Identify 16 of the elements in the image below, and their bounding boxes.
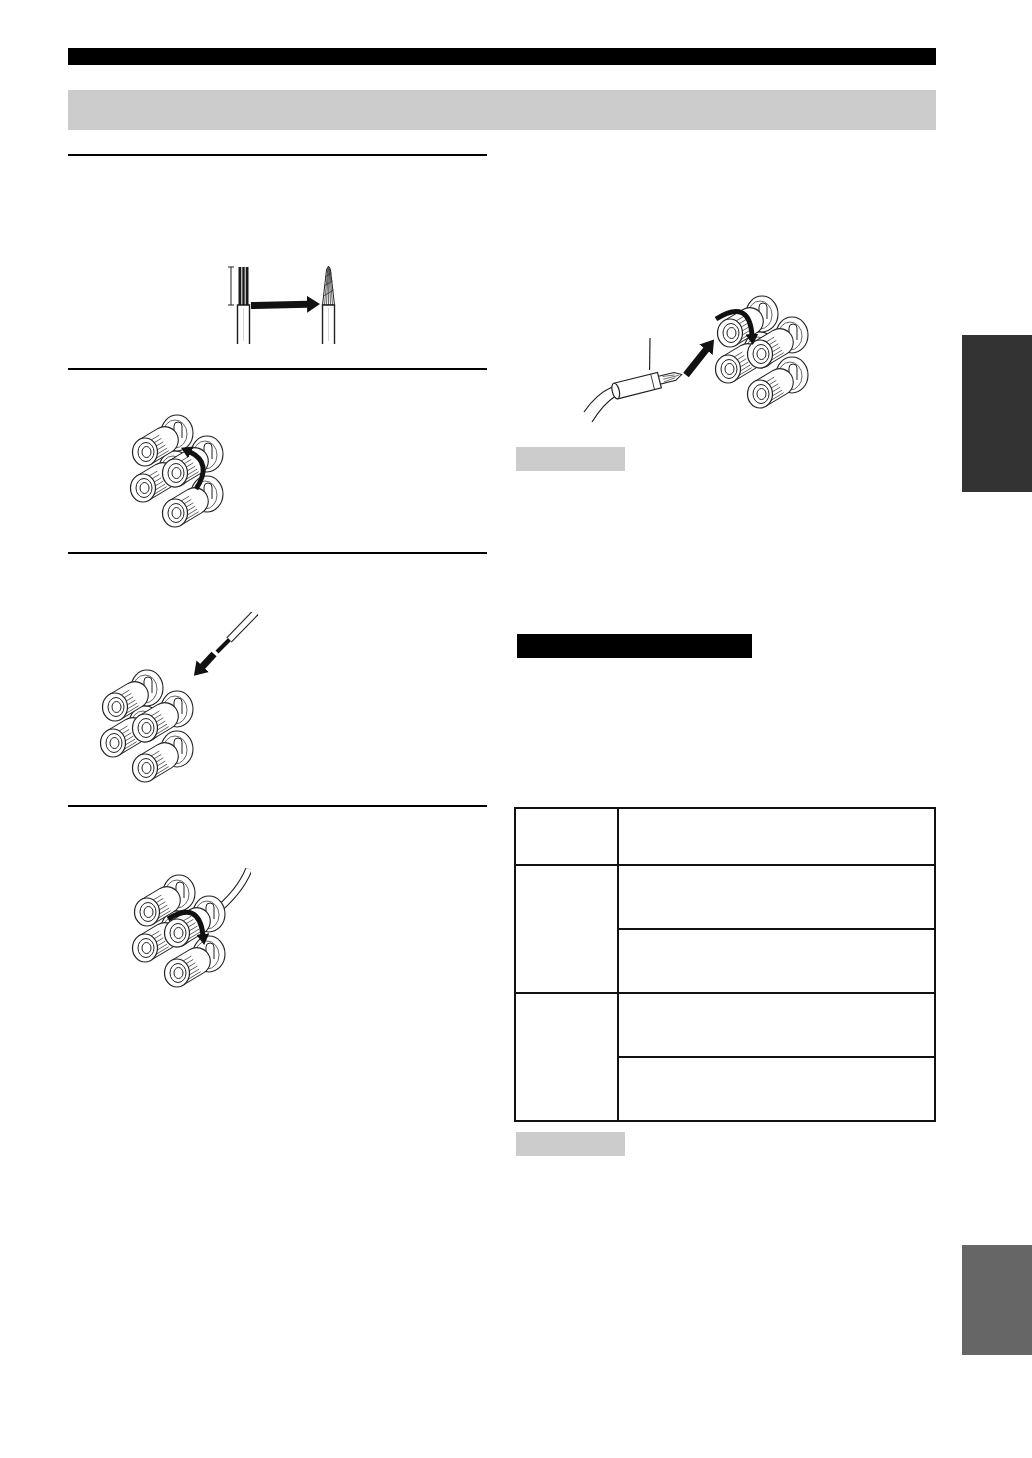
leader-line: [649, 337, 651, 371]
speaker-terminals-drawing: [129, 414, 224, 528]
arrow: [193, 651, 217, 676]
twisted-wire-drawing: [320, 263, 337, 345]
section-heading-band: [68, 90, 936, 130]
note-tag: [516, 447, 625, 471]
speaker-terminals-drawing: [714, 295, 809, 409]
arrow: [683, 339, 715, 378]
subheading-bar: [517, 634, 752, 658]
banana-plug-drawing: [582, 370, 686, 423]
speaker-terminals-drawing: [131, 868, 251, 988]
stripped-wire-drawing: [236, 266, 251, 345]
note-tag: [516, 1132, 625, 1156]
arrow: [250, 295, 320, 313]
speaker-terminals-drawing: [99, 669, 194, 783]
speaker-wire-drawing: [214, 612, 258, 654]
